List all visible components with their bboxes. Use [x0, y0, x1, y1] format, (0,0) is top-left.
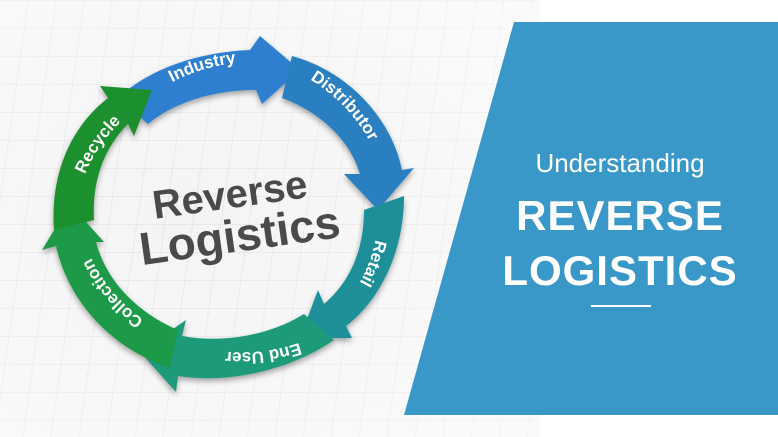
arrow-collection: [42, 204, 178, 368]
arrow-distributor: [282, 56, 414, 210]
arrow-recycle: [53, 86, 152, 230]
banner-subtitle: Understanding: [535, 148, 705, 178]
banner-title-line2: LOGISTICS: [502, 247, 738, 294]
arrow-enduser: [140, 314, 334, 392]
title-underline: [591, 305, 651, 307]
banner-title-line1: REVERSE: [516, 192, 724, 239]
arrow-retail: [300, 196, 404, 338]
arrow-industry: [118, 36, 300, 124]
